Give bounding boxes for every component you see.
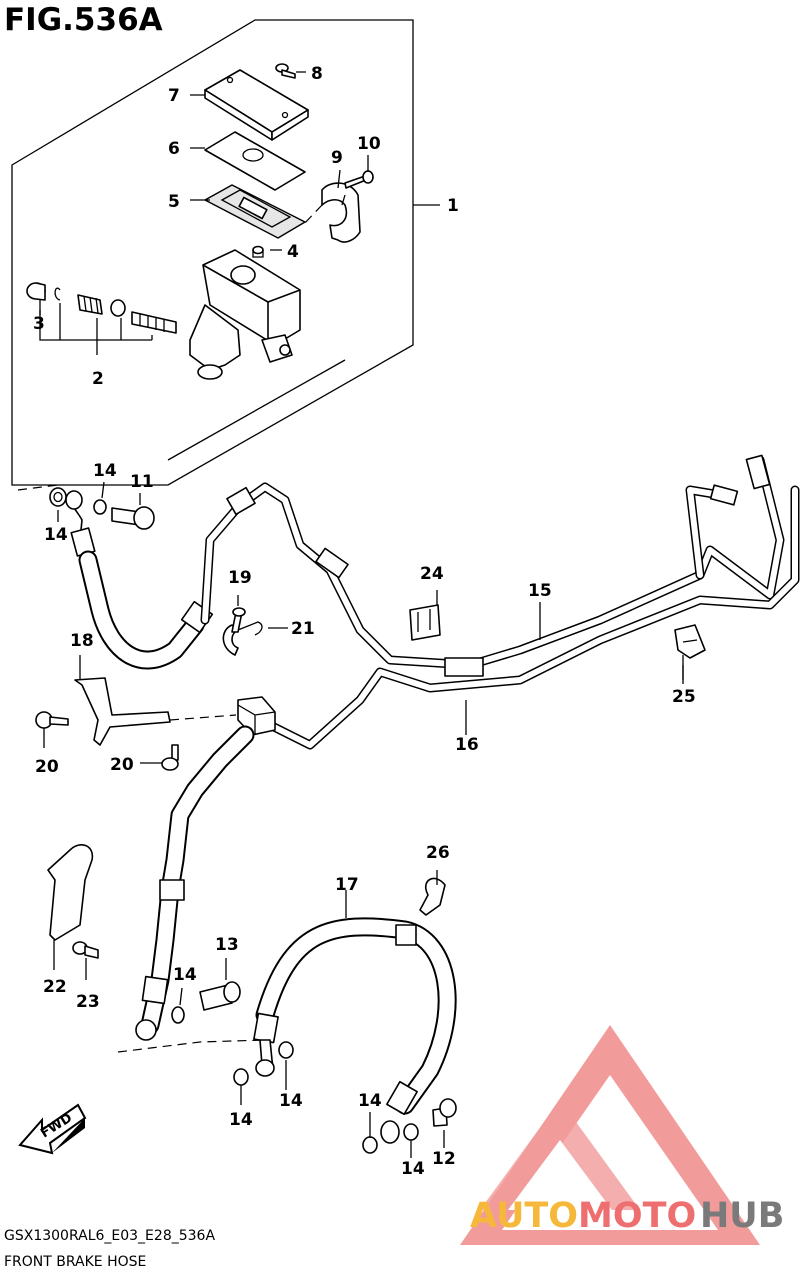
callout-leader-lines xyxy=(57,481,684,1158)
upper-brake-hose-part xyxy=(65,490,214,670)
dash-top-hose xyxy=(17,484,59,491)
model-code-label: GSX1300RAL6_E03_E28_536A xyxy=(4,1228,216,1244)
callout-19: 19 xyxy=(228,568,252,588)
dash-clamp xyxy=(302,204,323,226)
callout-14-e: 14 xyxy=(279,1091,303,1111)
lower-right-brake-hose-part xyxy=(253,890,457,1144)
bolt-20-b-part xyxy=(140,744,179,771)
master-cylinder-body-part xyxy=(189,249,301,380)
callout-14-d: 14 xyxy=(229,1110,253,1130)
callout-5: 5 xyxy=(168,192,180,212)
watermark-moto: MOTO xyxy=(578,1196,696,1236)
callout-14-a: 14 xyxy=(93,461,117,481)
callout-11: 11 xyxy=(130,472,154,492)
hose-bracket-22-part xyxy=(47,844,94,970)
callout-2: 2 xyxy=(92,369,104,389)
callout-4: 4 xyxy=(287,242,299,262)
piston-leader-lines xyxy=(39,300,153,355)
callout-20-a: 20 xyxy=(35,757,59,777)
bolt-23-part xyxy=(72,941,99,980)
lower-left-brake-hose-part xyxy=(117,725,266,1053)
pipe-clamp-24-part xyxy=(409,604,441,641)
callout-21: 21 xyxy=(291,619,315,639)
callout-1: 1 xyxy=(447,196,459,216)
callout-14-b: 14 xyxy=(44,525,68,545)
callout-7: 7 xyxy=(168,86,180,106)
automotohub-logo-icon xyxy=(460,1025,760,1245)
banjo-bolt-11-part xyxy=(49,487,155,530)
pipe-clamp-25-part xyxy=(674,624,706,680)
screw-4-part xyxy=(252,245,264,258)
reservoir-cap-part xyxy=(204,69,309,141)
piston-kit-part xyxy=(26,282,177,334)
banjo-bolt-12-part xyxy=(432,1098,457,1127)
callout-9: 9 xyxy=(331,148,343,168)
callout-15: 15 xyxy=(528,581,552,601)
callout-labels: 1 2 3 4 5 6 7 8 9 10 11 12 13 14 14 14 1… xyxy=(33,64,696,1179)
hose-clamp-21-part xyxy=(222,595,288,656)
diagram-caption: FRONT BRAKE HOSE xyxy=(4,1254,147,1270)
diaphragm-plate-part xyxy=(204,131,306,191)
callout-24: 24 xyxy=(420,564,444,584)
watermark-hub: HUB xyxy=(700,1196,784,1236)
callout-26: 26 xyxy=(426,843,450,863)
hose-bracket-18-part xyxy=(74,655,171,746)
callout-23: 23 xyxy=(76,992,100,1012)
callout-17: 17 xyxy=(335,875,359,895)
callout-14-g: 14 xyxy=(401,1159,425,1179)
dash-junction xyxy=(169,714,237,721)
callout-18: 18 xyxy=(70,631,94,651)
diaphragm-part xyxy=(204,184,306,239)
callout-20-b: 20 xyxy=(110,755,134,775)
figure-title: FIG.536A xyxy=(4,2,163,38)
master-cylinder-kit-frame xyxy=(11,19,414,486)
brake-pipe-15-part xyxy=(200,454,785,677)
forward-direction-arrow-icon: FWD xyxy=(18,1103,87,1155)
callout-22: 22 xyxy=(43,977,67,997)
callout-14-f: 14 xyxy=(358,1091,382,1111)
clamp-bolt-part xyxy=(344,170,374,189)
bolt-20-a-part xyxy=(35,711,69,748)
callout-6: 6 xyxy=(168,139,180,159)
callout-8: 8 xyxy=(311,64,323,84)
screw-8-part xyxy=(275,63,296,79)
callout-3: 3 xyxy=(33,314,45,334)
handlebar-clamp-part xyxy=(321,182,361,243)
callout-13: 13 xyxy=(215,935,239,955)
brake-pipe-16-part xyxy=(265,484,800,750)
callout-25: 25 xyxy=(672,687,696,707)
watermark-auto: AUTO xyxy=(470,1196,578,1236)
brake-junction-block-part xyxy=(237,696,276,736)
banjo-bolt-13-part xyxy=(171,958,241,1024)
callout-12: 12 xyxy=(432,1149,456,1169)
callout-14-c: 14 xyxy=(173,965,197,985)
hose-clamp-26-part xyxy=(419,870,446,916)
callout-10: 10 xyxy=(357,134,381,154)
callout-16: 16 xyxy=(455,735,479,755)
